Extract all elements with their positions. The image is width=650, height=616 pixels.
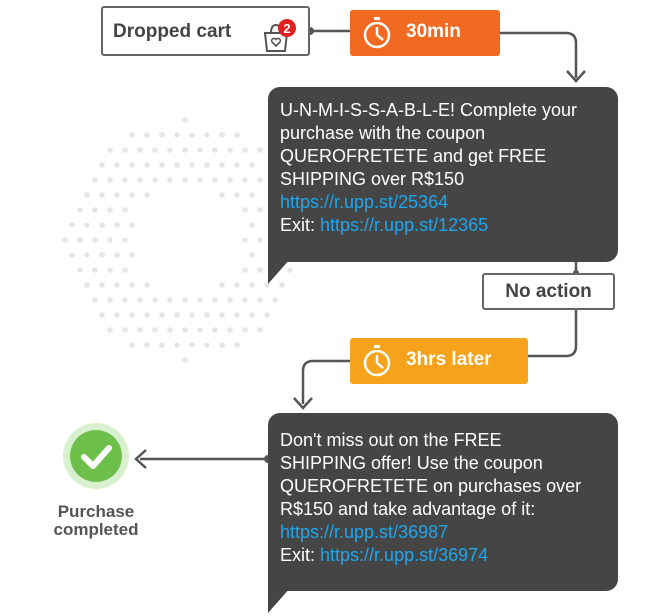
purchase-completed-label: Purchase completed	[53, 502, 139, 539]
dropped-cart-node: Dropped cart 2	[101, 6, 310, 56]
delay-label: 30min	[406, 21, 461, 42]
message-line: QUEROFRETETE and get FREE	[280, 146, 547, 166]
stopwatch-icon	[363, 345, 391, 377]
message-bubble-2: Don't miss out on the FREE SHIPPING offe…	[268, 413, 618, 591]
message-link[interactable]: https://r.upp.st/25364	[280, 192, 449, 212]
exit-label: Exit:	[280, 545, 316, 565]
cart-badge-count: 2	[283, 21, 290, 36]
delay-label: 3hrs later	[406, 349, 492, 370]
dropped-cart-label: Dropped cart	[113, 21, 232, 42]
connector-noaction-to-timer2	[528, 310, 578, 358]
delay-3hrs: 3hrs later	[350, 338, 528, 384]
message-bubble-1: U-N-M-I-S-S-A-B-L-E! Complete your purch…	[268, 87, 618, 262]
delay-30min: 30min	[350, 10, 500, 56]
message-line: SHIPPING offer! Use the coupon	[280, 453, 543, 473]
message-line: U-N-M-I-S-S-A-B-L-E! Complete your	[280, 100, 578, 120]
message-line: Don't miss out on the FREE	[280, 430, 502, 450]
message-line: QUEROFRETETE on purchases over	[280, 476, 582, 496]
no-action-node: No action	[482, 273, 615, 310]
exit-link[interactable]: https://r.upp.st/36974	[320, 545, 489, 565]
message-line: R$150 and take advantage of it:	[280, 499, 536, 519]
shopping-bag-icon: 2	[263, 19, 296, 52]
arrow-head-down	[566, 70, 586, 83]
exit-label: Exit:	[280, 215, 316, 235]
connector-timer1-to-message1	[500, 31, 578, 78]
message-line: purchase with the coupon	[280, 123, 486, 143]
bubble-tail	[268, 579, 298, 613]
message-line: SHIPPING over R$150	[280, 169, 465, 189]
check-circle-icon	[63, 423, 129, 489]
bubble-tail	[268, 250, 298, 284]
arrow-head-left	[134, 449, 147, 469]
connector-timer2-to-message2	[301, 359, 350, 404]
exit-link[interactable]: https://r.upp.st/12365	[320, 215, 489, 235]
arrow-head-down	[293, 397, 313, 410]
stopwatch-icon	[363, 17, 391, 49]
message-link[interactable]: https://r.upp.st/36987	[280, 522, 449, 542]
